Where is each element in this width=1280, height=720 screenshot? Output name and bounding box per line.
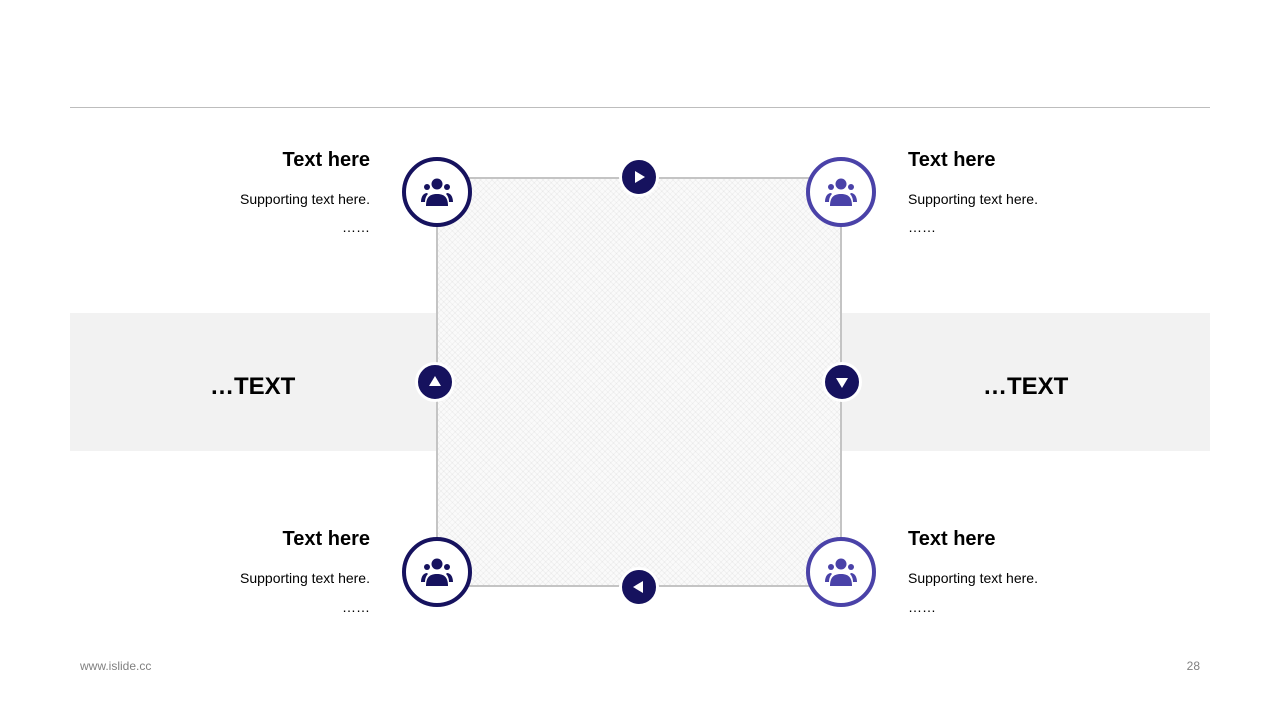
bottom-left-title: Text here <box>282 528 370 550</box>
play-left-icon <box>633 581 643 593</box>
top-left-title: Text here <box>282 149 370 171</box>
node-top-right <box>806 157 876 227</box>
bottom-left-support: Supporting text here. <box>240 570 370 586</box>
cycle-square <box>436 177 842 587</box>
user-group-icon <box>825 558 857 586</box>
user-group-icon <box>421 178 453 206</box>
play-down-icon <box>836 378 848 388</box>
top-right-dots: …… <box>908 219 936 235</box>
left-band <box>70 313 436 451</box>
top-right-support: Supporting text here. <box>908 191 1038 207</box>
arrow-right-down <box>822 362 862 402</box>
top-right-title: Text here <box>908 149 996 171</box>
top-left-support: Supporting text here. <box>240 191 370 207</box>
footer-website: www.islide.cc <box>80 659 152 673</box>
arrow-bottom-left <box>619 567 659 607</box>
user-group-icon <box>825 178 857 206</box>
top-divider <box>70 107 1210 108</box>
bottom-right-support: Supporting text here. <box>908 570 1038 586</box>
right-band <box>842 313 1210 451</box>
bottom-right-title: Text here <box>908 528 996 550</box>
node-bottom-left <box>402 537 472 607</box>
right-band-label: …TEXT <box>983 373 1069 400</box>
play-right-icon <box>635 171 645 183</box>
left-band-label: …TEXT <box>210 373 296 400</box>
arrow-top-right <box>619 157 659 197</box>
arrow-left-up <box>415 362 455 402</box>
bottom-right-dots: …… <box>908 599 936 615</box>
bottom-left-dots: …… <box>342 599 370 615</box>
top-left-dots: …… <box>342 219 370 235</box>
page-number: 28 <box>1186 659 1200 673</box>
node-top-left <box>402 157 472 227</box>
user-group-icon <box>421 558 453 586</box>
node-bottom-right <box>806 537 876 607</box>
play-up-icon <box>429 376 441 386</box>
